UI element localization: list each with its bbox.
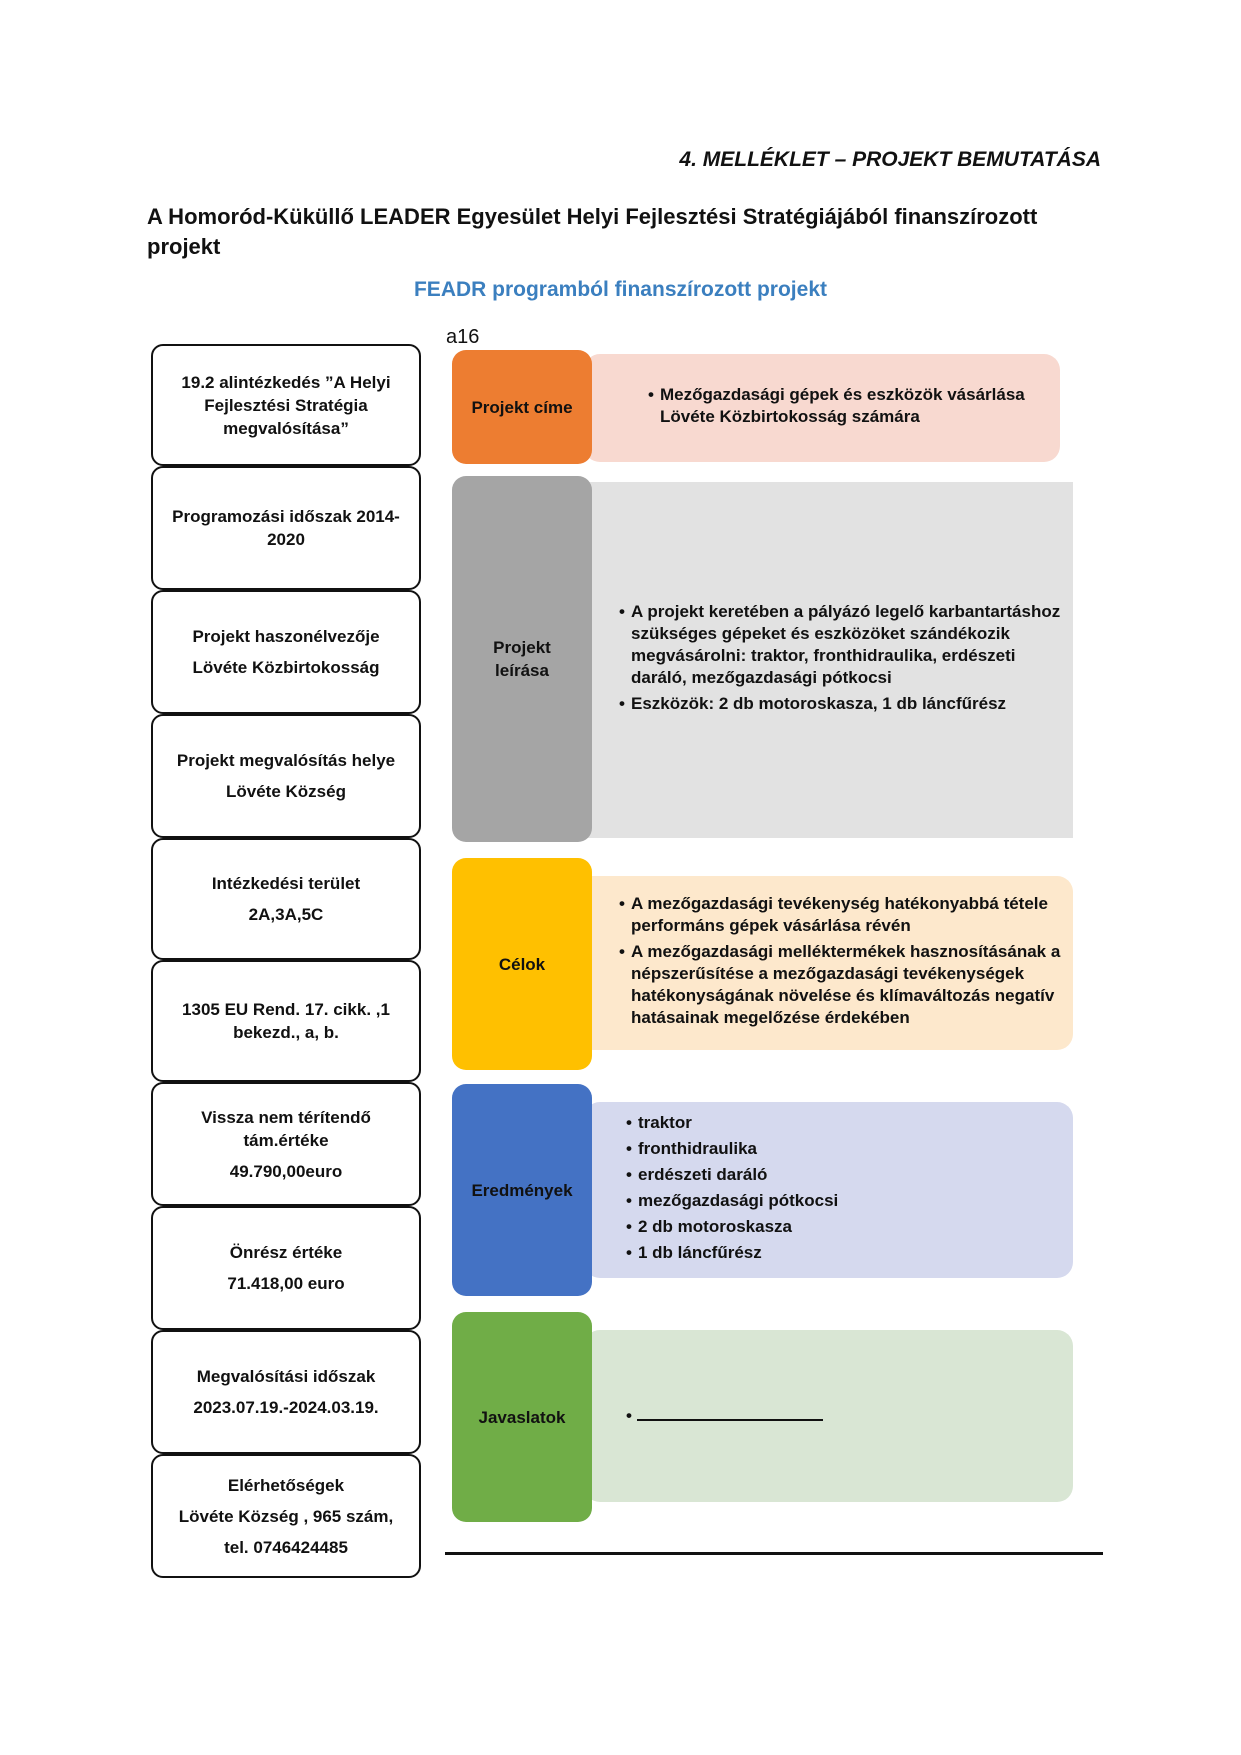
left-box-regulation: 1305 EU Rend. 17. cikk. ,1 bekezd., a, b… bbox=[151, 960, 421, 1082]
content-box-results: traktor fronthidraulika erdészeti daráló… bbox=[584, 1102, 1073, 1278]
left-box-area: Intézkedési terület 2A,3A,5C bbox=[151, 838, 421, 960]
content-box-suggestions: • bbox=[584, 1330, 1073, 1502]
suggestion-placeholder: • bbox=[626, 1405, 1061, 1427]
content-item: traktor bbox=[626, 1112, 1061, 1134]
left-box-text: 1305 EU Rend. 17. cikk. ,1 bekezd., a, b… bbox=[182, 1000, 390, 1042]
label-goals: Célok bbox=[452, 858, 592, 1070]
left-box-grant: Vissza nem térítendő tám.értéke 49.790,0… bbox=[151, 1082, 421, 1206]
content-list: Mezőgazdasági gépek és eszközök vásárlás… bbox=[648, 384, 1040, 432]
left-box-location: Projekt megvalósítás helye Lövéte Község bbox=[151, 714, 421, 838]
project-code: a16 bbox=[446, 326, 480, 348]
left-box-implementation-period: Megvalósítási időszak 2023.07.19.-2024.0… bbox=[151, 1330, 421, 1454]
left-box-measure: 19.2 alintézkedés ”A Helyi Fejlesztési S… bbox=[151, 344, 421, 466]
content-item: mezőgazdasági pótkocsi bbox=[626, 1190, 1061, 1212]
label-project-description: Projekt leírása bbox=[452, 476, 592, 842]
label-suggestions: Javaslatok bbox=[452, 1312, 592, 1522]
left-box-label: Megvalósítási időszak bbox=[196, 1367, 376, 1386]
content-box-description: A projekt keretében a pályázó legelő kar… bbox=[577, 482, 1073, 838]
left-box-label: Projekt haszonélvezője bbox=[192, 627, 380, 646]
content-list: traktor fronthidraulika erdészeti daráló… bbox=[626, 1112, 1061, 1268]
content-item: 1 db láncfűrész bbox=[626, 1242, 1061, 1264]
main-title: A Homoród-Küküllő LEADER Egyesület Helyi… bbox=[147, 204, 1038, 259]
blank-line bbox=[636, 1405, 823, 1421]
left-box-value: Lövéte Község , 965 szám, bbox=[178, 1506, 394, 1526]
content-list: A projekt keretében a pályázó legelő kar… bbox=[619, 601, 1061, 719]
left-box-label: Projekt megvalósítás helye bbox=[176, 751, 396, 770]
label-text: Projekt leírása bbox=[493, 638, 551, 680]
content-item: 2 db motoroskasza bbox=[626, 1216, 1061, 1238]
left-box-value: Lövéte Közbirtokosság bbox=[192, 658, 380, 677]
content-box-goals: A mezőgazdasági tevékenység hatékonyabbá… bbox=[577, 876, 1073, 1050]
left-box-value: 2A,3A,5C bbox=[248, 905, 324, 924]
divider-line bbox=[445, 1552, 1103, 1555]
content-box-title: Mezőgazdasági gépek és eszközök vásárlás… bbox=[584, 354, 1060, 462]
content-item: A projekt keretében a pályázó legelő kar… bbox=[619, 601, 1061, 689]
left-box-beneficiary: Projekt haszonélvezője Lövéte Közbirtoko… bbox=[151, 590, 421, 714]
content-item: Eszközök: 2 db motoroskasza, 1 db láncfű… bbox=[619, 693, 1061, 715]
sub-title: FEADR programból finanszírozott projekt bbox=[413, 278, 827, 301]
left-box-value: tel. 0746424485 bbox=[224, 1537, 348, 1557]
left-box-label: Önrész értéke bbox=[229, 1243, 343, 1262]
left-box-text: 19.2 alintézkedés ”A Helyi Fejlesztési S… bbox=[181, 372, 391, 438]
left-box-value: 2023.07.19.-2024.03.19. bbox=[193, 1398, 379, 1417]
content-item: A mezőgazdasági melléktermékek hasznosít… bbox=[619, 941, 1061, 1029]
left-box-own-share: Önrész értéke 71.418,00 euro bbox=[151, 1206, 421, 1330]
content-item: fronthidraulika bbox=[626, 1138, 1061, 1160]
left-box-text: Programozási időszak 2014-2020 bbox=[172, 507, 400, 549]
left-box-label: Elérhetőségek bbox=[227, 1475, 345, 1495]
label-project-title: Projekt címe bbox=[452, 350, 592, 464]
annex-title: 4. MELLÉKLET – PROJEKT BEMUTATÁSA bbox=[679, 148, 1101, 171]
content-item: Mezőgazdasági gépek és eszközök vásárlás… bbox=[648, 384, 1040, 428]
label-results: Eredmények bbox=[452, 1084, 592, 1296]
left-box-value: 71.418,00 euro bbox=[227, 1274, 345, 1293]
left-box-period: Programozási időszak 2014-2020 bbox=[151, 466, 421, 590]
left-box-label: Intézkedési terület bbox=[211, 874, 361, 893]
content-item: A mezőgazdasági tevékenység hatékonyabbá… bbox=[619, 893, 1061, 937]
left-box-label: Vissza nem térítendő tám.értéke bbox=[201, 1107, 371, 1150]
content-item: erdészeti daráló bbox=[626, 1164, 1061, 1186]
left-box-value: Lövéte Község bbox=[226, 782, 346, 801]
left-box-value: 49.790,00euro bbox=[229, 1161, 343, 1181]
left-box-contacts: Elérhetőségek Lövéte Község , 965 szám, … bbox=[151, 1454, 421, 1578]
content-list: A mezőgazdasági tevékenység hatékonyabbá… bbox=[619, 893, 1061, 1033]
